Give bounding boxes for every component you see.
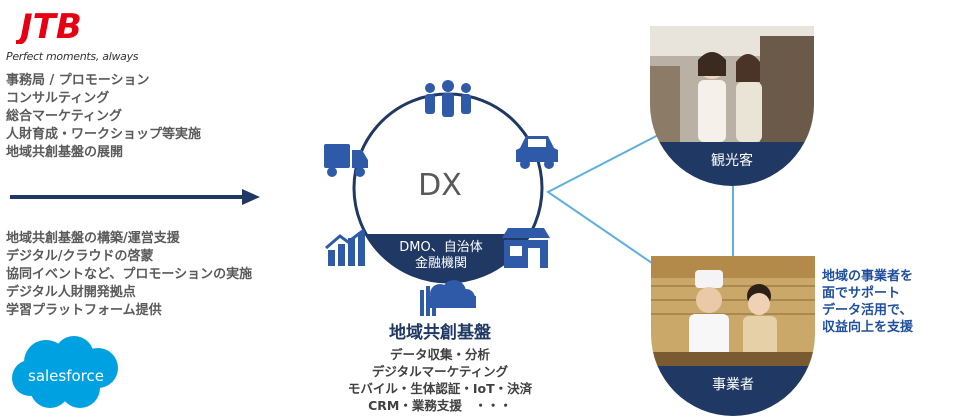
- list-item: 人財育成・ワークショップ等実施: [6, 127, 202, 142]
- list-item: 地域共創基盤の展開: [6, 145, 124, 160]
- list-item: データ収集・分析: [389, 347, 490, 362]
- business-support-text: 地域の事業者を 面でサポート データ活用で、 収益向上を支援: [822, 268, 913, 336]
- jtb-services-list: 事務局 / プロモーション コンサルティング 総合マーケティング 人財育成・ワー…: [6, 72, 201, 162]
- business-label: 事業者: [712, 377, 754, 393]
- business-photo: [651, 256, 815, 416]
- list-item: 地域共創基盤の構築/運営支援: [6, 231, 180, 246]
- dmo-label-line1: DMO、自治体: [399, 240, 483, 255]
- dmo-segment-label: DMO、自治体 金融機関: [378, 240, 504, 272]
- list-item: デジタルマーケティング: [371, 364, 509, 379]
- salesforce-logo: salesforce: [12, 336, 118, 408]
- truck-icon: [324, 144, 368, 177]
- store-icon: [502, 228, 550, 268]
- dx-hub-diagram: [324, 80, 558, 316]
- salesforce-logo-text: salesforce: [28, 367, 104, 385]
- platform-title: 地域共創基盤: [389, 323, 491, 343]
- jtb-logo-text: JTB: [16, 7, 82, 44]
- list-item: データ活用で、: [822, 303, 913, 318]
- list-item: 学習プラットフォーム提供: [6, 303, 162, 318]
- list-item: CRM・業務支援 ・・・: [368, 398, 512, 413]
- tourist-card: 観光客: [650, 26, 814, 186]
- dmo-segment: [366, 234, 530, 283]
- list-item: デジタル人財開発拠点: [6, 285, 136, 300]
- list-item: 総合マーケティング: [6, 109, 122, 124]
- tourist-photo: [650, 26, 814, 186]
- list-item: モバイル・生体認証・IoT・決済: [347, 381, 533, 396]
- list-item: 協同イベントなど、プロモーションの実施: [6, 267, 253, 282]
- platform-features-list: データ収集・分析 デジタルマーケティング モバイル・生体認証・IoT・決済 CR…: [330, 346, 550, 414]
- jtb-logo: JTB: [16, 7, 82, 44]
- dmo-label-line2: 金融機関: [414, 256, 467, 271]
- list-item: デジタル/クラウドの啓蒙: [6, 249, 154, 264]
- dx-label: DX: [418, 168, 462, 203]
- car-icon: [516, 136, 558, 169]
- list-item: コンサルティング: [6, 91, 110, 106]
- salesforce-services-list: 地域共創基盤の構築/運営支援 デジタル/クラウドの啓蒙 協同イベントなど、プロモ…: [6, 230, 252, 320]
- list-item: 地域の事業者を: [822, 269, 914, 284]
- cloud-server-icon: [420, 280, 476, 316]
- growth-chart-icon: [325, 228, 365, 266]
- tourist-label: 観光客: [711, 153, 753, 169]
- list-item: 面でサポート: [822, 286, 901, 301]
- list-item: 収益向上を支援: [822, 320, 914, 335]
- list-item: 事務局 / プロモーション: [6, 73, 150, 88]
- business-card: 事業者: [651, 256, 815, 416]
- brand-tagline: Perfect moments, always: [6, 50, 139, 63]
- people-icon: [425, 80, 471, 117]
- right-arrow-icon: [10, 189, 260, 205]
